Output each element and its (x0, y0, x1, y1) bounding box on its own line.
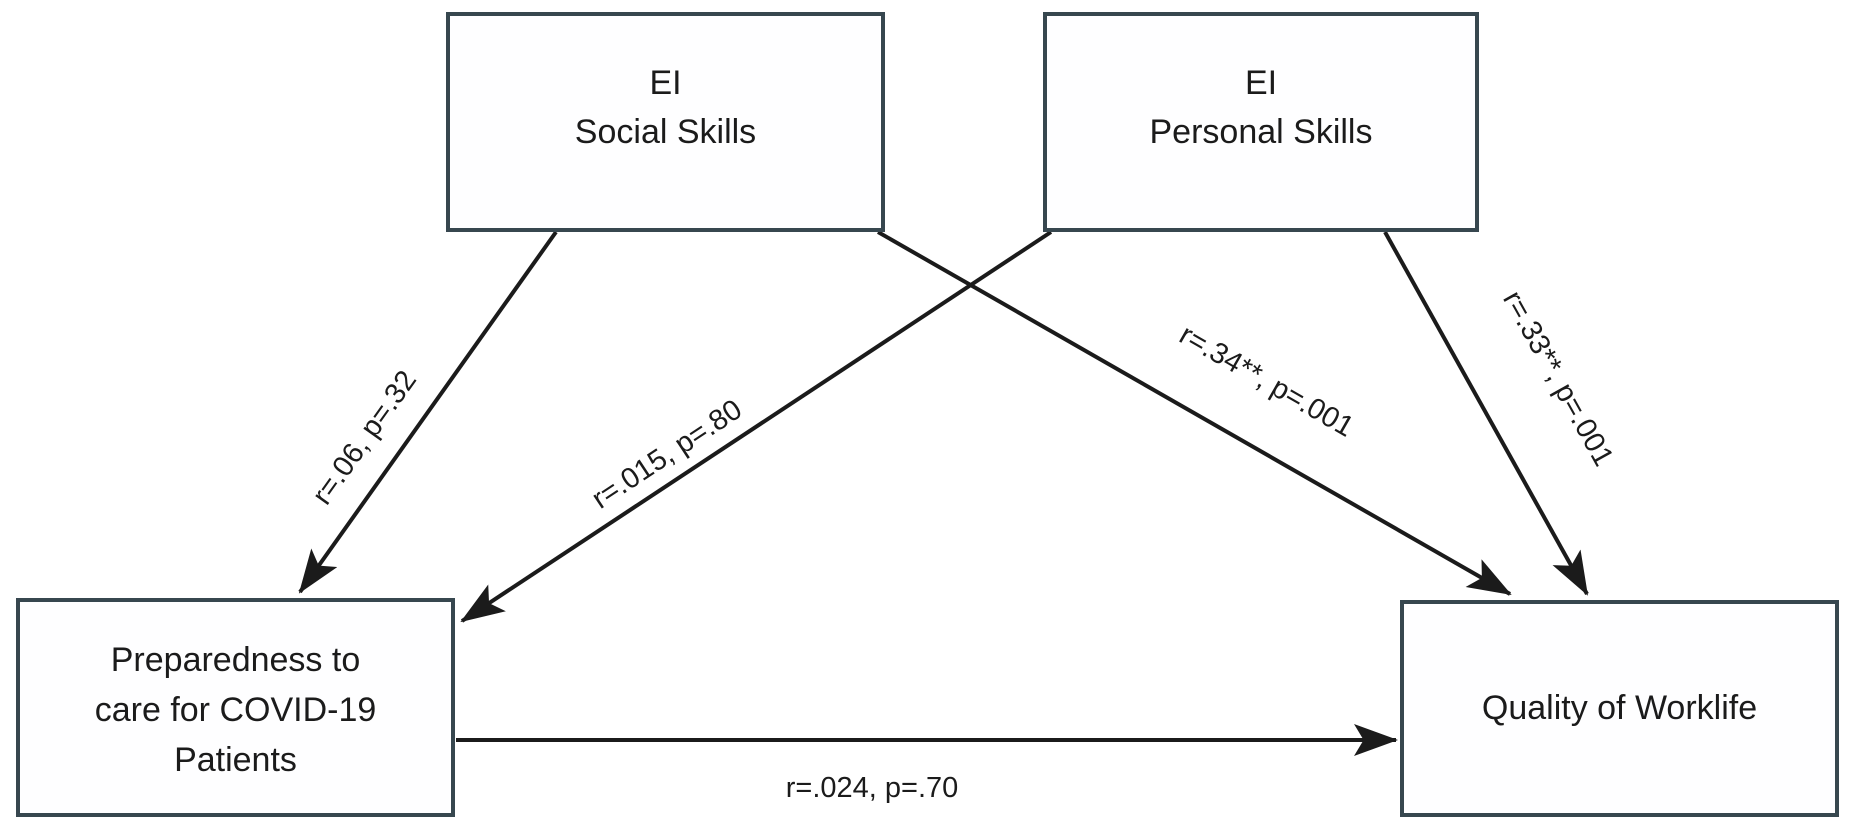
node-ei-personal-skills[interactable]: EI Personal Skills (1043, 12, 1479, 232)
node-quality-of-worklife[interactable]: Quality of Worklife (1400, 600, 1839, 817)
edge-preparedness-to-worklife: r=.024, p=.70 (456, 724, 1398, 804)
node-label-ei-personal-skills-line2: Personal Skills (1150, 113, 1373, 151)
edge-label-social-to-worklife: r=.34**, p=.001 (1174, 319, 1359, 444)
node-label-preparedness-line2: care for COVID-19 (95, 691, 377, 729)
edge-personal-to-worklife: r=.33**, p=.001 (1383, 231, 1619, 596)
node-box-preparedness[interactable] (16, 598, 455, 817)
edge-label-personal-to-preparedness: r=.015, p=.80 (586, 394, 748, 516)
edge-label-social-to-preparedness: r=.06, p=.32 (306, 365, 423, 511)
node-label-preparedness-line3: Patients (174, 741, 297, 779)
node-label-ei-social-skills-line2: Social Skills (575, 113, 756, 151)
edge-line-personal-to-preparedness (460, 230, 1053, 623)
node-label-preparedness-line1: Preparedness to (111, 641, 361, 679)
node-box-quality-of-worklife[interactable] (1400, 600, 1839, 817)
node-label-quality-of-worklife-line1: Quality of Worklife (1482, 689, 1757, 727)
edge-label-personal-to-worklife: r=.33**, p=.001 (1496, 286, 1619, 472)
edge-label-preparedness-to-worklife: r=.024, p=.70 (786, 772, 959, 804)
node-box-ei-social-skills[interactable] (446, 12, 885, 232)
node-ei-social-skills[interactable]: EI Social Skills (446, 12, 885, 232)
node-label-ei-personal-skills-line1: EI (1245, 64, 1277, 102)
edge-line-social-to-worklife (877, 230, 1512, 596)
edge-personal-to-preparedness: r=.015, p=.80 (460, 230, 1053, 623)
edge-line-social-to-preparedness (298, 230, 558, 594)
edge-social-to-preparedness: r=.06, p=.32 (298, 230, 558, 594)
node-label-ei-social-skills-line1: EI (649, 64, 681, 102)
node-preparedness[interactable]: Preparedness to care for COVID-19 Patien… (16, 598, 455, 817)
edge-line-personal-to-worklife (1383, 231, 1589, 596)
node-box-ei-personal-skills[interactable] (1043, 12, 1479, 232)
